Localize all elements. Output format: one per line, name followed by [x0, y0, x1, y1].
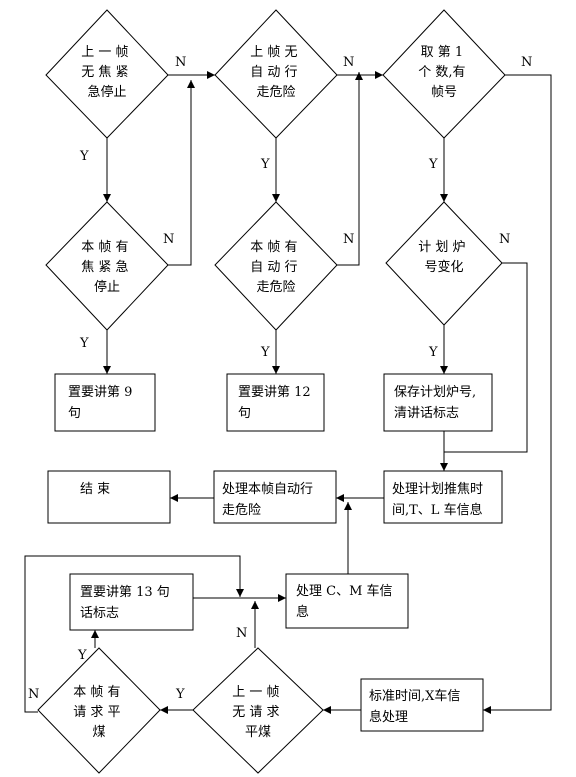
text-prev-coke-stop: 上 一 帧 无 焦 紧 急停止: [81, 45, 132, 100]
decision-plan-furnace-change: [385, 201, 503, 326]
text-handle-auto-danger: 处理本帧自动行 走危险: [222, 482, 317, 518]
label-d1-no: N: [175, 55, 186, 70]
process-set-say-12: [226, 373, 325, 432]
text-handle-push-time: 处理计划推焦时 间,T、L 车信息: [392, 482, 487, 518]
process-set-say-13: [69, 573, 194, 631]
label-d6-yes: Y: [428, 345, 438, 360]
label-d8-yes: Y: [175, 687, 185, 702]
text-cur-coal-req: 本 帧 有 请 求 平 煤: [73, 685, 124, 740]
label-d2-yes: Y: [260, 157, 270, 172]
label-d2-no: N: [343, 55, 354, 70]
node-texts: 上 一 帧 无 焦 紧 急停止 上 帧 无 自 动 行 走危险 取 第 1 个 …: [68, 45, 487, 740]
process-save-plan-furnace: [383, 373, 493, 432]
decision-cur-coal-req: [37, 647, 161, 774]
text-prev-auto-danger: 上 帧 无 自 动 行 走危险: [250, 45, 301, 100]
decision-cur-auto-danger: [214, 201, 338, 331]
label-d1-yes: Y: [79, 149, 89, 164]
edge-d6-no: [444, 262, 528, 453]
text-end: 结 束: [80, 482, 110, 497]
process-handle-push-time: [383, 470, 503, 524]
process-std-time-x: [360, 678, 484, 732]
edge-d7-no: [24, 555, 244, 713]
text-save-plan-furnace: 保存计划炉号, 清讲话标志: [394, 385, 480, 421]
label-d5-yes: Y: [260, 345, 270, 360]
connectors: [24, 71, 552, 714]
label-d6-no: N: [499, 232, 510, 247]
process-end: [47, 470, 171, 524]
text-handle-cm: 处理 C、M 车信 息: [296, 583, 397, 620]
edge-d3-no: [483, 74, 552, 714]
process-handle-auto-danger: [213, 470, 337, 524]
decision-take-first: [382, 9, 506, 139]
label-d4-yes: Y: [79, 336, 89, 351]
text-plan-furnace-change: 计 划 炉 号变化: [418, 240, 469, 275]
text-cur-coke-stop: 本 帧 有 焦 紧 急 停止: [81, 240, 132, 295]
decision-prev-auto-danger: [214, 9, 338, 139]
label-d3-yes: Y: [428, 157, 438, 172]
text-std-time-x: 标准时间,X车信 息处理: [369, 688, 465, 725]
decision-prev-coal-req: [192, 647, 324, 774]
text-take-first: 取 第 1 个 数,有 帧号: [418, 45, 469, 100]
label-d4-no: N: [163, 232, 174, 247]
label-d7-no: N: [28, 687, 39, 702]
decision-cur-coke-stop: [45, 201, 169, 331]
text-set-say-13: 置要讲第 13 句 话标志: [80, 585, 174, 621]
label-d5-no: N: [343, 232, 354, 247]
process-set-say-9: [54, 373, 156, 432]
text-set-say-12: 置要讲第 12 句: [238, 385, 315, 421]
decision-prev-coke-stop: [45, 9, 169, 139]
text-prev-coal-req: 上 一 帧 无 请 求 平煤: [232, 685, 283, 740]
label-d3-no: N: [521, 55, 532, 70]
text-set-say-9: 置要讲第 9 句: [68, 385, 137, 421]
label-d7-yes: Y: [77, 648, 87, 663]
edge-labels: Y N N Y Y N N Y Y N N Y N Y Y N: [28, 55, 532, 702]
text-cur-auto-danger: 本 帧 有 自 动 行 走危险: [250, 240, 301, 295]
edge-d5-no: [337, 72, 363, 266]
shapes: [37, 9, 506, 774]
edge-d4-no: [168, 80, 195, 266]
label-d8-no: N: [236, 626, 247, 641]
process-handle-cm: [285, 573, 409, 629]
